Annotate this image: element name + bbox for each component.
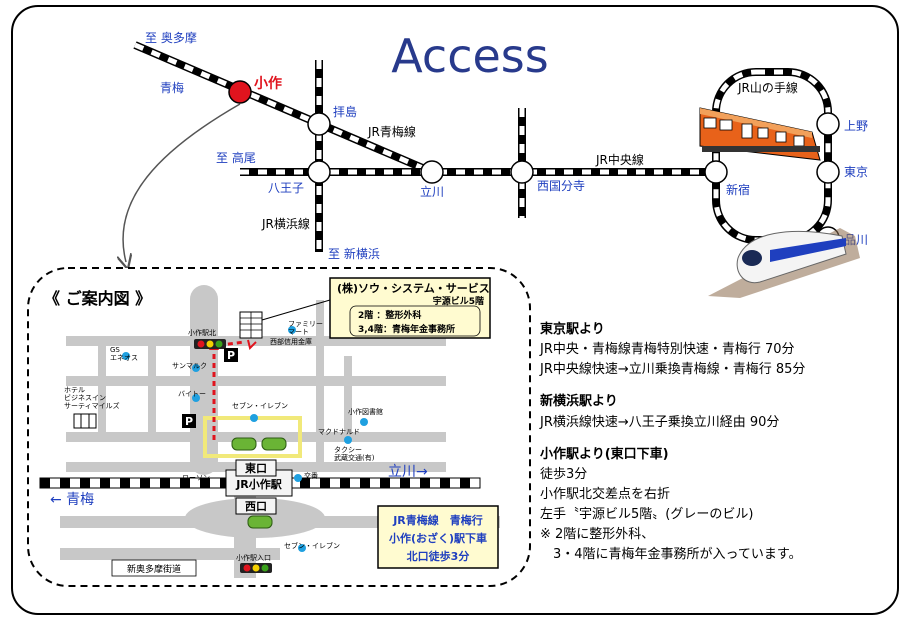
landmark-dots bbox=[122, 326, 368, 552]
label-lawson: ローソン bbox=[182, 474, 210, 482]
orange-train-illustration bbox=[699, 107, 821, 161]
label-baitoi: バイトー bbox=[178, 390, 206, 398]
ozaku-line3: 左手〝宇源ビル5階〟(グレーのビル) bbox=[540, 507, 754, 523]
label-yamanote-line: JR山の手線 bbox=[737, 80, 798, 95]
label-ozaku-library: 小作図書館 bbox=[348, 407, 383, 416]
label-shin-okutama-road: 新奥多摩街道 bbox=[127, 563, 181, 575]
directions-panel: 東京駅より JR中央・青梅線青梅特別快速・青梅行 70分 JR中央線快速→立川乗… bbox=[540, 320, 805, 578]
label-tokyo: 東京 bbox=[844, 165, 868, 179]
label-mcdonalds: マクドナルド bbox=[318, 428, 360, 436]
label-east-exit: 東口 bbox=[245, 461, 267, 475]
label-to-ome: ← 青梅 bbox=[50, 492, 94, 508]
tokyo-line2: JR中央線快速→立川乗換青梅線・青梅行 85分 bbox=[540, 362, 806, 378]
note-line3: 北口徒歩3分 bbox=[407, 549, 470, 563]
label-chuo-line: JR中央線 bbox=[595, 152, 644, 167]
directions-from-shinyokohama: 新横浜駅より JR横浜線快速→八王子乗換立川経由 90分 bbox=[540, 392, 805, 432]
ozaku-heading: 小作駅より(東口下車) bbox=[540, 446, 669, 462]
label-to-tachikawa: 立川→ bbox=[388, 464, 428, 480]
traffic-light-north bbox=[194, 339, 226, 349]
label-shinjuku: 新宿 bbox=[726, 182, 750, 197]
label-ueno: 上野 bbox=[844, 119, 868, 133]
label-to-shinyokohama: 至 新横浜 bbox=[328, 246, 380, 261]
label-taxi: タクシー武蔵交通(有) bbox=[334, 445, 375, 462]
label-yokohama-line: JR横浜線 bbox=[261, 216, 310, 231]
label-to-takao: 至 高尾 bbox=[216, 150, 256, 165]
label-family-mart: ファミリーマート bbox=[288, 320, 323, 336]
directions-from-tokyo: 東京駅より JR中央・青梅線青梅特別快速・青梅行 70分 JR中央線快速→立川乗… bbox=[540, 320, 805, 380]
shinyokohama-line1: JR横浜線快速→八王子乗換立川経由 90分 bbox=[540, 414, 780, 430]
label-ozaku-entrance: 小作駅入口 bbox=[236, 553, 271, 562]
label-sunmark: サンマルク bbox=[172, 362, 207, 370]
label-ozaku: 小作 bbox=[254, 75, 282, 92]
shinyokohama-heading: 新横浜駅より bbox=[540, 394, 618, 410]
guide-map-heading: 《 ご案内図 》 bbox=[44, 289, 151, 308]
label-ome-line: JR青梅線 bbox=[367, 124, 416, 139]
company-name: (株)ソウ・システム・サービス bbox=[337, 281, 490, 295]
label-seven2: セブン・イレブン bbox=[284, 541, 340, 550]
traffic-light-south bbox=[240, 563, 272, 573]
directions-from-ozaku: 小作駅より(東口下車) 徒歩3分 小作駅北交差点を右折 左手〝宇源ビル5階〟(グ… bbox=[540, 445, 805, 566]
tokyo-heading: 東京駅より bbox=[540, 322, 605, 337]
ozaku-line5: 3・4階に青梅年金事務所が入っています。 bbox=[540, 547, 802, 563]
zoom-arrow bbox=[123, 103, 241, 262]
label-to-okutama: 至 奥多摩 bbox=[145, 30, 197, 45]
parking-icon-1: P bbox=[227, 349, 235, 362]
label-tachikawa: 立川 bbox=[420, 184, 444, 199]
building-name: 宇源ビル5階 bbox=[433, 295, 484, 307]
ozaku-line1: 徒歩3分 bbox=[540, 466, 588, 482]
label-nishikokubunji: 西国分寺 bbox=[537, 179, 585, 193]
ozaku-station-dot bbox=[228, 80, 252, 104]
label-hotel: ホテルビジネスインサーティマイルズ bbox=[64, 386, 120, 410]
label-jr-ozaku-station: JR小作駅 bbox=[235, 477, 282, 491]
access-note-box bbox=[377, 505, 499, 569]
label-ome: 青梅 bbox=[160, 80, 184, 95]
ozaku-line4: ※ 2階に整形外科、 bbox=[540, 527, 655, 543]
label-koban: 交番 bbox=[304, 471, 318, 480]
note-line1: JR青梅線 青梅行 bbox=[392, 513, 483, 527]
label-west-exit: 西口 bbox=[245, 500, 267, 513]
label-ozaku-north: 小作駅北 bbox=[188, 328, 216, 337]
label-seibu-parking: 西部信用金庫 bbox=[270, 337, 312, 346]
shinkansen-illustration bbox=[708, 228, 860, 298]
label-hachioji: 八王子 bbox=[268, 181, 304, 195]
label-haijima: 拝島 bbox=[333, 104, 357, 119]
note-line2: 小作(おざく)駅下車 bbox=[388, 531, 487, 545]
floor34-info: 3,4階：青梅年金事務所 bbox=[358, 323, 455, 335]
label-seven1: セブン・イレブン bbox=[232, 401, 288, 410]
parking-icon-2: P bbox=[185, 415, 193, 428]
page-title: Access bbox=[391, 29, 548, 83]
tokyo-line1: JR中央・青梅線青梅特別快速・青梅行 70分 bbox=[540, 342, 795, 358]
floor2-info: 2階 ：整形外科 bbox=[358, 309, 421, 321]
ozaku-line2: 小作駅北交差点を右折 bbox=[540, 486, 671, 502]
